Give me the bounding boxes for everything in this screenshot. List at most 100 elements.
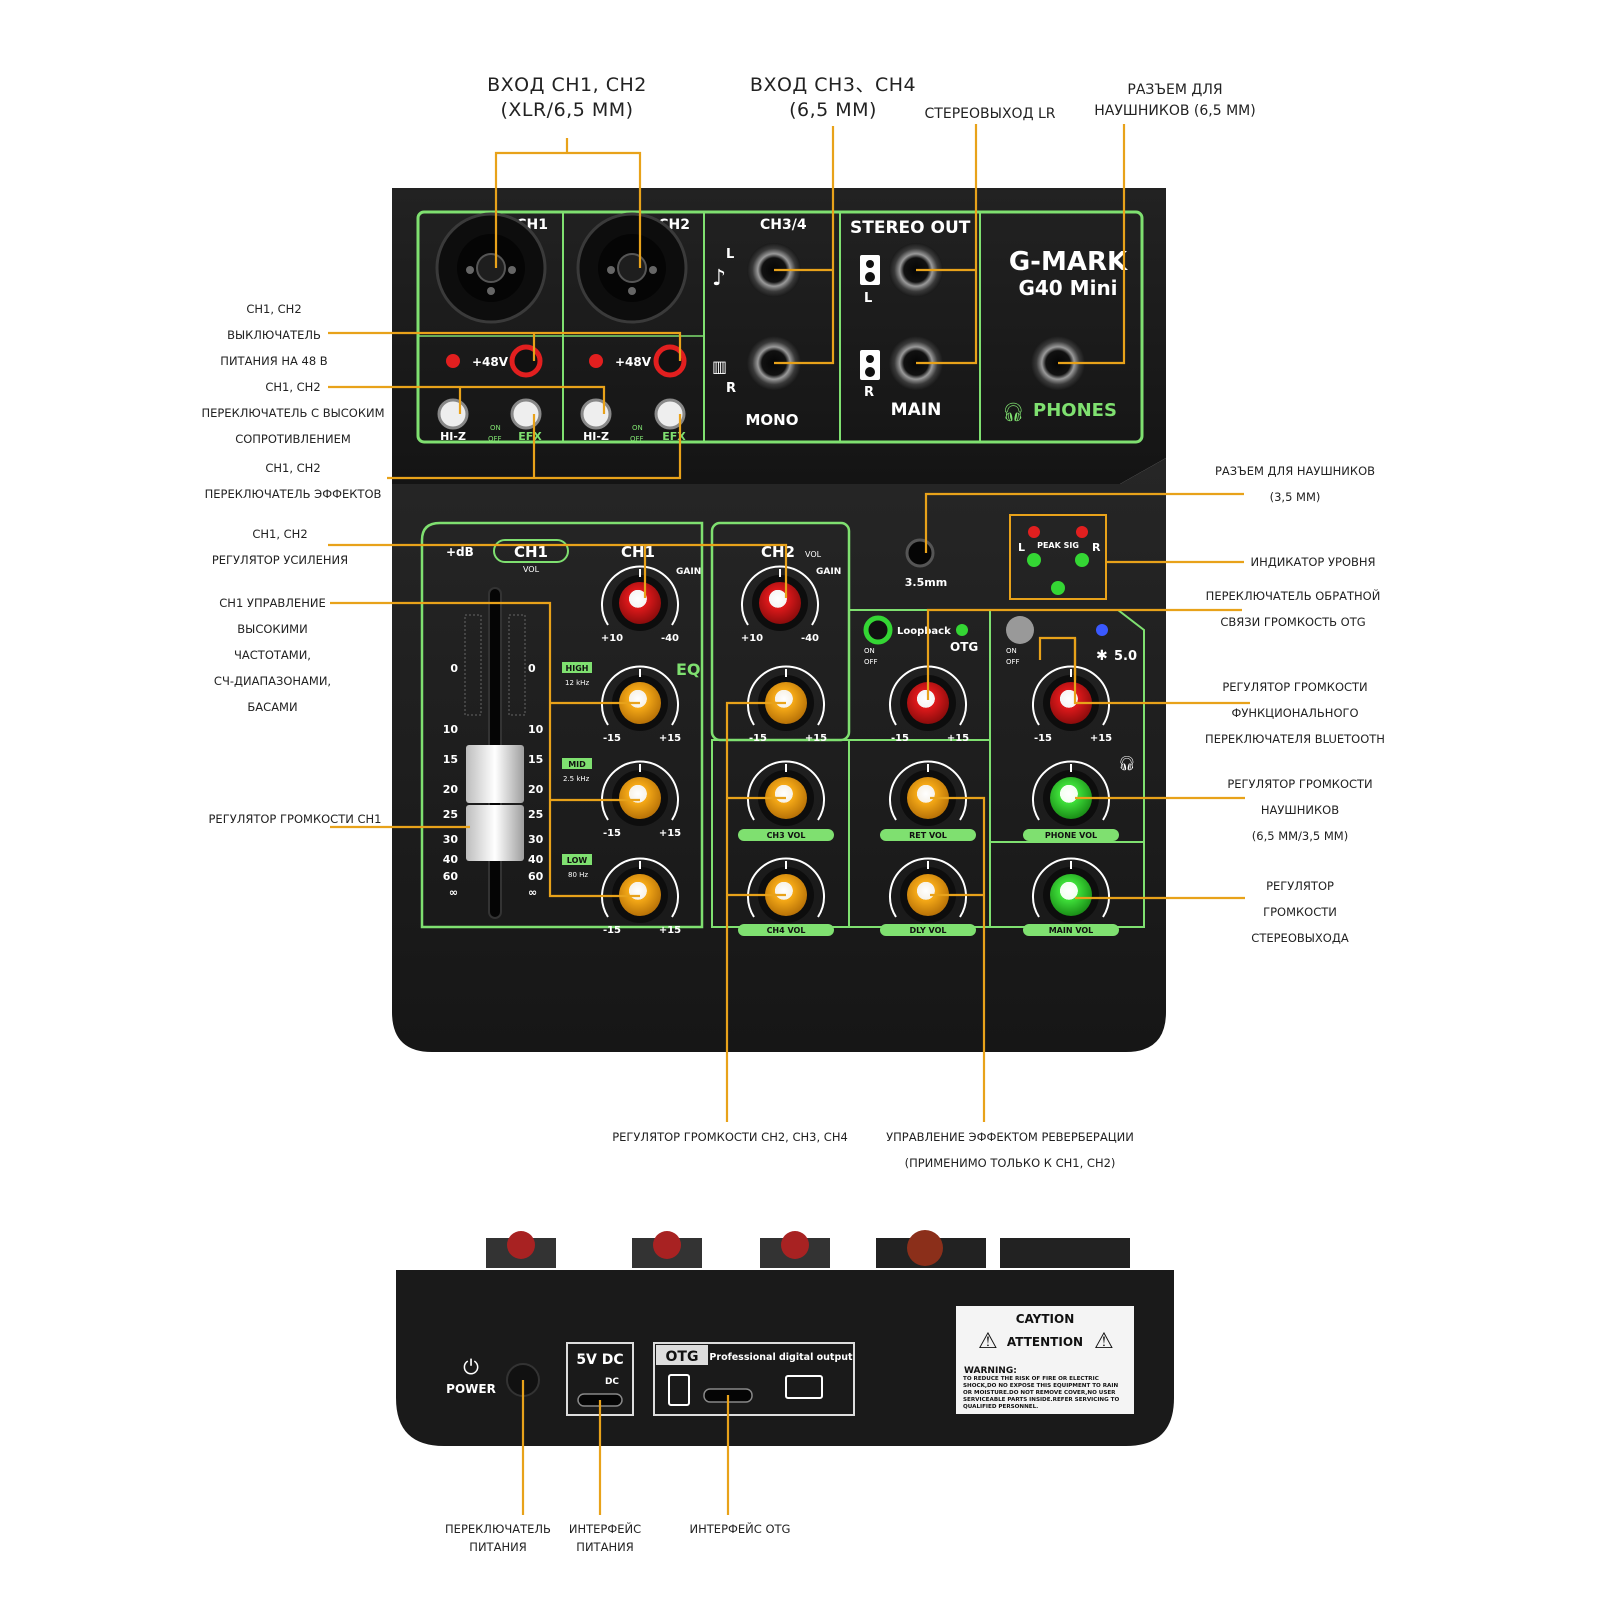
callout-text: CH1, CH2: [188, 374, 398, 400]
callout-text: ВХОД CH3、CH4: [738, 73, 928, 98]
phantom-switch-ch1[interactable]: [512, 347, 540, 375]
callout-power-iface: ИНТЕРФЕЙС ПИТАНИЯ: [560, 1520, 650, 1556]
vol-tag-label: PHONE VOL: [1045, 831, 1097, 840]
otg-sub-label: Professional digital output: [709, 1352, 853, 1363]
peak-sig-label: PEAK SIG: [1037, 541, 1079, 550]
otg-label: OTG: [950, 640, 978, 654]
peak-led-l: [1028, 526, 1040, 538]
callout-text: РЕГУЛЯТОР ГРОМКОСТИ: [1190, 674, 1400, 700]
callout-text: (6,5 ММ): [738, 98, 928, 123]
callout-text: СТЕРЕОВЫХОДА: [1240, 925, 1360, 951]
fader-scale-label: 20: [528, 783, 544, 796]
knob-min-label: -15: [603, 925, 621, 936]
keyboard-icon: ▥: [712, 357, 727, 376]
callout-text: РЕГУЛЯТОР ГРОМКОСТИ CH1: [200, 806, 390, 832]
callout-text: ФУНКЦИОНАЛЬНОГО: [1190, 700, 1400, 726]
stereo-r-label: R: [864, 385, 874, 400]
fader-scale-label: 40: [443, 853, 459, 866]
loopback-label: Loopback: [897, 626, 951, 637]
phantom-label-ch2: +48V: [615, 355, 652, 369]
jack-phones-35[interactable]: [907, 540, 933, 566]
efx-on-ch2: ON: [632, 424, 643, 432]
callout-text: НАУШНИКОВ: [1215, 797, 1385, 823]
callout-text: (6,5 ММ/3,5 ММ): [1215, 823, 1385, 849]
fader-scale-label: 25: [443, 808, 458, 821]
efx-off-ch2: OFF: [630, 435, 644, 443]
stereo-out-label: STEREO OUT: [850, 218, 971, 238]
sig-led-r: [1075, 553, 1089, 567]
hiz-label-ch1: HI-Z: [440, 430, 466, 443]
callout-text: РЕГУЛЯТОР ГРОМКОСТИ: [1215, 771, 1385, 797]
xlr-combo-jack-ch1[interactable]: [437, 214, 545, 322]
fader-scale-label: 40: [528, 853, 544, 866]
knob-min-label: -15: [891, 733, 909, 744]
fader-scale-label: ∞: [528, 886, 537, 899]
eq-label: EQ: [676, 660, 701, 679]
callout-text: ПЕРЕКЛЮЧАТЕЛЬ ОБРАТНОЙ: [1193, 583, 1393, 609]
callout-stereo-out: СТЕРЕОВЫХОД LR: [915, 104, 1065, 125]
stereo-l-label: L: [864, 291, 872, 306]
callout-text: НАУШНИКОВ (6,5 ММ): [1080, 101, 1270, 122]
fader-scale-label: 20: [443, 783, 459, 796]
warning-text-box: TO REDUCE THE RISK OF FIRE OR ELECTRIC S…: [963, 1376, 1129, 1412]
knob-min-label: -15: [603, 828, 621, 839]
mono-label: MONO: [746, 411, 799, 429]
efx-button-ch1[interactable]: [512, 400, 540, 428]
callout-power-switch: ПЕРЕКЛЮЧАТЕЛЬ ПИТАНИЯ: [438, 1520, 558, 1556]
xlr-combo-jack-ch2[interactable]: [578, 214, 686, 322]
knob-min-label: -15: [749, 733, 767, 744]
callout-text: ГРОМКОСТИ: [1240, 899, 1360, 925]
knob-min-label: +10: [741, 633, 763, 644]
callout-ch1-vol: РЕГУЛЯТОР ГРОМКОСТИ CH1: [200, 806, 390, 832]
level-r-label: R: [1092, 541, 1101, 554]
callout-text: ВХОД CH1, CH2: [462, 73, 672, 98]
hiz-button-ch2[interactable]: [582, 400, 610, 428]
callout-eq: CH1 УПРАВЛЕНИЕ ВЫСОКИМИ ЧАСТОТАМИ, СЧ-ДИ…: [200, 590, 345, 720]
callout-text: ПЕРЕКЛЮЧАТЕЛЬ С ВЫСОКИМ: [188, 400, 398, 426]
brand-logo: G-MARK: [1009, 247, 1128, 277]
loopback-switch[interactable]: [866, 618, 890, 642]
fader-scale-label: 0: [450, 662, 458, 675]
warning-title: WARNING:: [964, 1366, 1017, 1376]
callout-text: ЧАСТОТАМИ,: [200, 642, 345, 668]
headphone-icon: 🎧︎: [1002, 402, 1025, 423]
warning-icon-right: ⚠: [1094, 1329, 1114, 1354]
knob-min-label: +10: [601, 633, 623, 644]
main-label: MAIN: [891, 400, 942, 420]
callout-reverb: УПРАВЛЕНИЕ ЭФФЕКТОМ РЕВЕРБЕРАЦИИ (ПРИМЕН…: [870, 1124, 1150, 1176]
knob-max-label: +15: [947, 733, 969, 744]
dc-label: 5V DC: [576, 1352, 623, 1368]
knob-max-label: +15: [1090, 733, 1112, 744]
callout-text: РЕГУЛЯТОР: [1240, 873, 1360, 899]
callout-bt: РЕГУЛЯТОР ГРОМКОСТИ ФУНКЦИОНАЛЬНОГО ПЕРЕ…: [1190, 674, 1400, 752]
ch2-vol-sub: VOL: [805, 550, 822, 559]
callout-text: ПЕРЕКЛЮЧАТЕЛЬ: [438, 1520, 558, 1538]
efx-off-ch1: OFF: [488, 435, 502, 443]
callout-text: ВЫКЛЮЧАТЕЛЬ: [204, 322, 344, 348]
callout-phone-vol: РЕГУЛЯТОР ГРОМКОСТИ НАУШНИКОВ (6,5 ММ/3,…: [1215, 771, 1385, 849]
callout-text: СТЕРЕОВЫХОД LR: [915, 104, 1065, 125]
eq-mid-freq: 2.5 kHz: [563, 775, 590, 783]
level-l-label: L: [1018, 541, 1025, 554]
phone-vol-icon: 🎧︎: [1118, 756, 1136, 772]
eq-high-freq: 12 kHz: [565, 679, 589, 687]
callout-text: РЕГУЛЯТОР УСИЛЕНИЯ: [200, 547, 360, 573]
callout-text: ВЫСОКИМИ: [200, 616, 345, 642]
fader-scale-label: 10: [443, 723, 459, 736]
fader-scale-label: 10: [528, 723, 544, 736]
fader-scale-label: 0: [528, 662, 536, 675]
warning-text: TO REDUCE THE RISK OF FIRE OR ELECTRIC S…: [963, 1376, 1129, 1411]
callout-gain: CH1, CH2 РЕГУЛЯТОР УСИЛЕНИЯ: [200, 521, 360, 573]
dc-sub-label: DC: [605, 1377, 619, 1387]
vol-tag-label: RET VOL: [909, 831, 947, 840]
bt-button[interactable]: [1006, 616, 1034, 644]
callout-text: CH1, CH2: [193, 455, 393, 481]
hiz-button-ch1[interactable]: [439, 400, 467, 428]
callout-text: РАЗЪЕМ ДЛЯ НАУШНИКОВ: [1195, 458, 1395, 484]
fader-scale-label: 25: [528, 808, 543, 821]
knob-min-label: -15: [1034, 733, 1052, 744]
loopback-led: [956, 624, 968, 636]
knob-max-label: +15: [659, 925, 681, 936]
eq-mid-tag: MID: [568, 760, 586, 769]
vol-tag-label: DLY VOL: [909, 926, 946, 935]
